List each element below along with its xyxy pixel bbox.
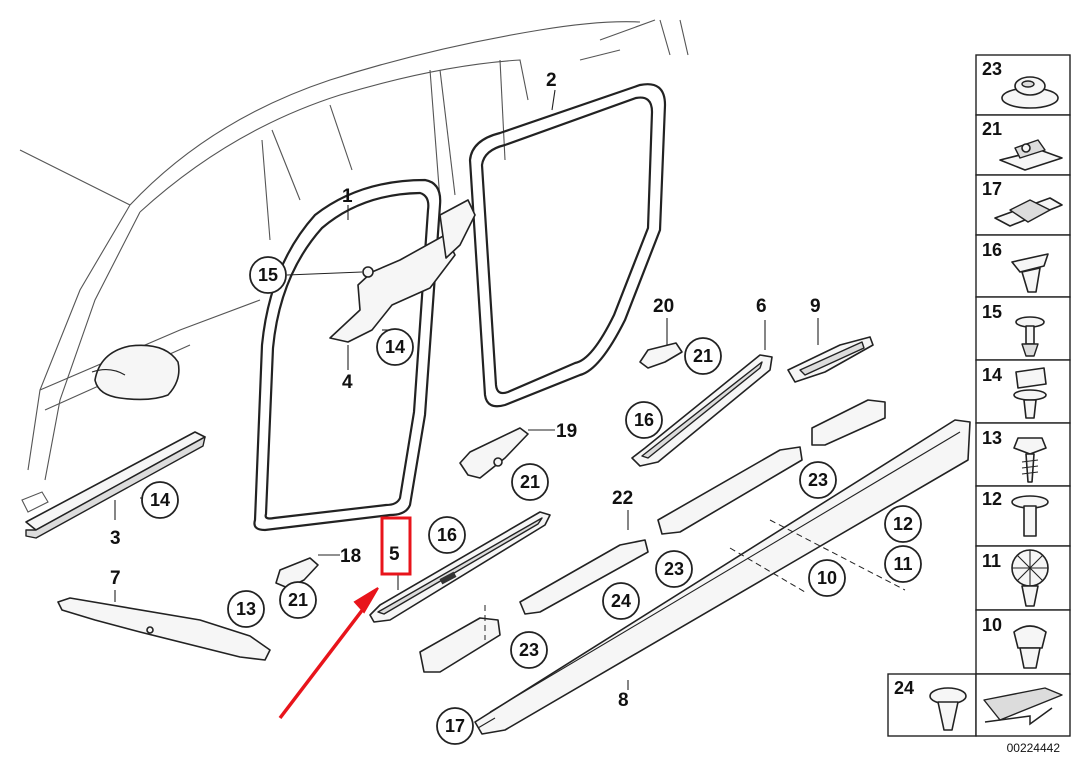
callout-circle: [799, 461, 837, 499]
bracket-20: [639, 342, 683, 369]
highlight-arrow-head: [353, 587, 379, 614]
sidebar-label-3: 17: [982, 179, 1002, 199]
label-part-8: 8: [618, 690, 629, 711]
callout-circle: [227, 590, 265, 628]
bracket-19: [459, 427, 529, 479]
callout-circle: [249, 256, 287, 294]
sidebar-box: [887, 673, 977, 737]
callout-16-upper: 16: [634, 410, 654, 430]
callout-12: 12: [893, 514, 913, 534]
callout-circle: [141, 481, 179, 519]
bushing-icon: [1013, 625, 1047, 649]
callout-16-lower: 16: [437, 525, 457, 545]
label-part-1: 1: [342, 186, 353, 207]
screw-icon: [1013, 437, 1047, 455]
callout-circle: [436, 707, 474, 745]
car-body-outline: [19, 19, 689, 513]
callout-circle: [655, 550, 693, 588]
support-rail-22: [419, 399, 886, 673]
label-part-19: 19: [556, 421, 577, 442]
label-part-4: 4: [342, 372, 353, 393]
parts-sidebar: 23 21 17 16 15 14 13 12 11 10 24: [887, 54, 1071, 737]
circled-callouts: 15 14 14 21 21 21 16 16 23 23 23 24 13 1…: [141, 256, 922, 745]
callout-14-upper: 14: [385, 337, 405, 357]
label-part-3: 3: [110, 528, 121, 549]
callout-21-lower: 21: [288, 590, 308, 610]
callout-circle: [376, 328, 414, 366]
callout-circle: [511, 463, 549, 501]
callout-10: 10: [817, 568, 837, 588]
highlight-marker: [278, 516, 412, 720]
callout-11: 11: [893, 554, 912, 574]
callout-14-lower: 14: [150, 490, 170, 510]
highlight-arrow: [278, 598, 372, 720]
door-seal-2: [468, 83, 667, 408]
callout-circle: [684, 337, 722, 375]
sill-strip-3: [25, 431, 206, 539]
callout-23-right: 23: [808, 470, 828, 490]
callout-15: 15: [258, 265, 278, 285]
sidebar-label-7: 13: [982, 428, 1002, 448]
trim-panel-7: [57, 597, 271, 661]
callout-21-middle: 21: [520, 472, 540, 492]
arrow-icon: [983, 687, 1063, 721]
callout-23-lower: 23: [519, 640, 539, 660]
sidebar-label-bottom: 24: [894, 678, 914, 698]
sidebar-label-1: 23: [982, 59, 1002, 79]
door-seal-1: [253, 178, 442, 532]
label-part-18: 18: [340, 546, 361, 567]
callout-17: 17: [445, 716, 465, 736]
sidebar-box: [975, 422, 1071, 487]
callout-circle: [808, 559, 846, 597]
bracket-9: [787, 336, 874, 383]
label-part-2: 2: [546, 70, 557, 91]
callout-circle: [884, 545, 922, 583]
leader-lines: [114, 89, 819, 729]
rocker-panel-8: [474, 419, 971, 735]
sill-plate-6: [631, 354, 773, 467]
sidebar-label-10: 10: [982, 615, 1002, 635]
callout-13: 13: [236, 599, 256, 619]
label-part-5: 5: [389, 544, 400, 565]
callout-circle: [428, 516, 466, 554]
callout-21-upper: 21: [693, 346, 713, 366]
sidebar-label-5: 15: [982, 302, 1002, 322]
sidebar-box: [975, 296, 1071, 361]
highlight-box: [380, 516, 412, 576]
callout-circle: [602, 582, 640, 620]
sill-plate-5: [369, 511, 551, 623]
callout-circle: [884, 505, 922, 543]
side-mirror: [91, 344, 180, 401]
dashed-guides: [484, 519, 906, 640]
sidebar-label-2: 21: [982, 119, 1002, 139]
callout-circle: [625, 401, 663, 439]
bracket-4: [329, 199, 476, 343]
callout-circle: [510, 631, 548, 669]
label-part-20: 20: [653, 296, 674, 317]
callout-23-middle: 23: [664, 559, 684, 579]
label-part-9: 9: [810, 296, 821, 317]
callout-24: 24: [611, 591, 631, 611]
sidebar-label-8: 12: [982, 489, 1002, 509]
sidebar-label-9: 11: [982, 551, 1001, 571]
label-part-7: 7: [110, 568, 121, 589]
label-part-6: 6: [756, 296, 767, 317]
clip-nut-icon: [1015, 367, 1047, 389]
part-labels: 1 2 3 4 5 6 7 8 9 18 19 20 22: [110, 70, 821, 711]
expansion-nut-icon: [1011, 253, 1049, 273]
label-part-22: 22: [612, 488, 633, 509]
sidebar-label-6: 14: [982, 365, 1002, 385]
callout-circle: [279, 581, 317, 619]
reference-number: 00224442: [1007, 741, 1061, 755]
sidebar-label-4: 16: [982, 240, 1002, 260]
